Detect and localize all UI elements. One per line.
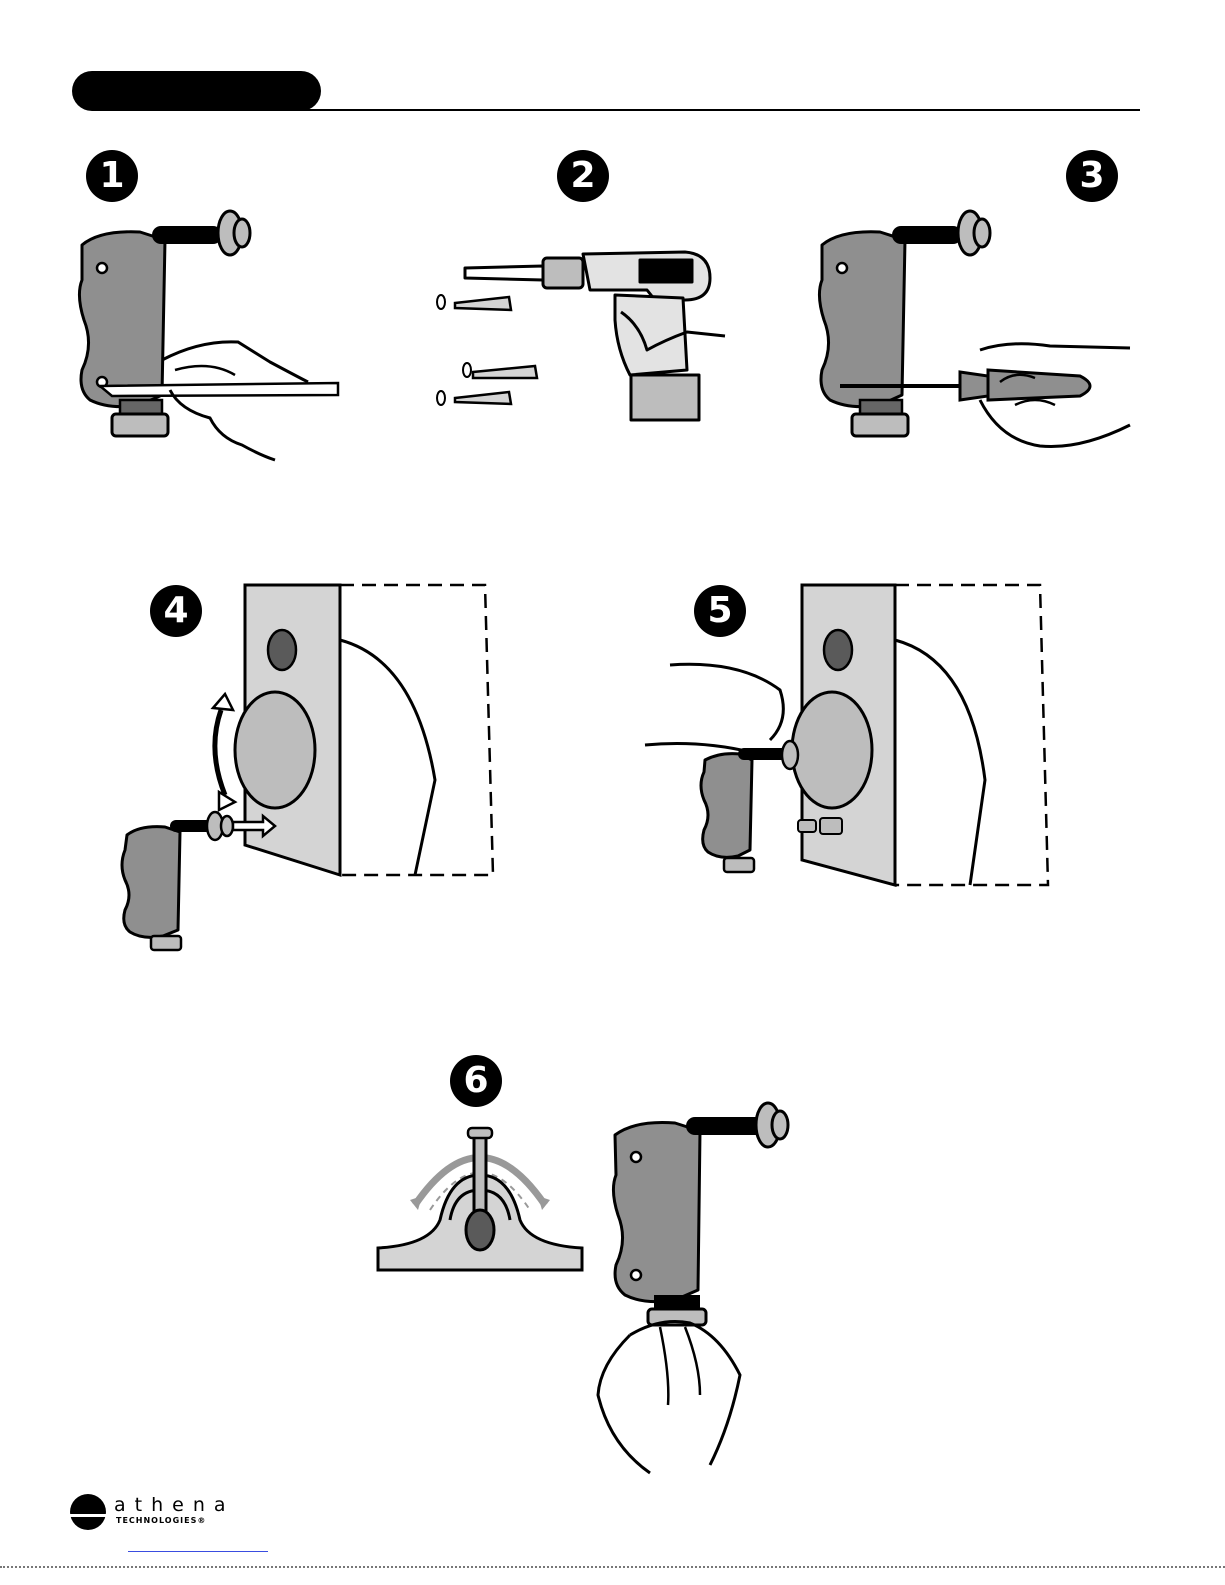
- step-1-badge: 1: [86, 150, 138, 202]
- screwdriver-handle: [988, 370, 1090, 400]
- hand-outline: [170, 390, 275, 460]
- wall-anchor: [473, 366, 537, 378]
- angle-adjust-diagram: [370, 1120, 590, 1280]
- wall-bracket: [701, 754, 752, 858]
- step-6-badge: 6: [450, 1055, 502, 1107]
- wall-anchor: [455, 392, 511, 404]
- speaker-outline: [340, 585, 493, 875]
- step-2-badge: 2: [557, 150, 609, 202]
- drill-battery: [631, 375, 699, 420]
- screw-hole: [97, 263, 107, 273]
- wall-bracket: [613, 1123, 700, 1302]
- brand-subtitle: TECHNOLOGIES®: [116, 1516, 206, 1525]
- screwdriver-collar: [960, 372, 988, 400]
- step-3-illustration: [810, 200, 1150, 465]
- footer-dotted-rule: [0, 1566, 1225, 1568]
- speaker-mount-cap: [112, 414, 168, 436]
- drill-bit: [465, 266, 543, 280]
- drill-vents: [640, 260, 692, 282]
- step-4-illustration: [115, 580, 505, 955]
- step-5-illustration: [640, 580, 1060, 890]
- footer-link-underline: [128, 1551, 268, 1552]
- bracket-arm: [152, 226, 222, 244]
- step-1-illustration: [70, 200, 360, 465]
- section-header-bar: [72, 71, 321, 111]
- drill-chuck: [543, 258, 583, 288]
- step-3-badge: 3: [1066, 150, 1118, 202]
- speaker-port: [268, 630, 296, 670]
- mount-screw: [798, 820, 816, 832]
- hand-outline: [630, 1322, 740, 1466]
- hand-outline: [340, 640, 435, 875]
- step-6-illustration: [590, 1095, 800, 1475]
- mount-screw: [820, 818, 842, 834]
- brand-name: athena: [114, 1494, 235, 1516]
- wall-anchor: [455, 297, 511, 310]
- hand-outline: [980, 400, 1130, 447]
- athena-logo-icon: [70, 1494, 106, 1530]
- pencil: [100, 383, 338, 396]
- wall-bracket: [819, 232, 905, 407]
- header-rule: [300, 109, 1140, 111]
- step-2-illustration: [425, 240, 735, 430]
- hand-outline: [645, 664, 783, 752]
- rotation-arrow: [215, 710, 225, 795]
- wall-bracket: [122, 827, 180, 938]
- speaker-dome: [792, 692, 872, 808]
- speaker-dome: [235, 692, 315, 808]
- speaker-outline: [895, 585, 1048, 885]
- hand-outline: [895, 640, 985, 885]
- brand-logo: athena TECHNOLOGIES®: [70, 1494, 290, 1544]
- wall-bracket: [79, 232, 165, 407]
